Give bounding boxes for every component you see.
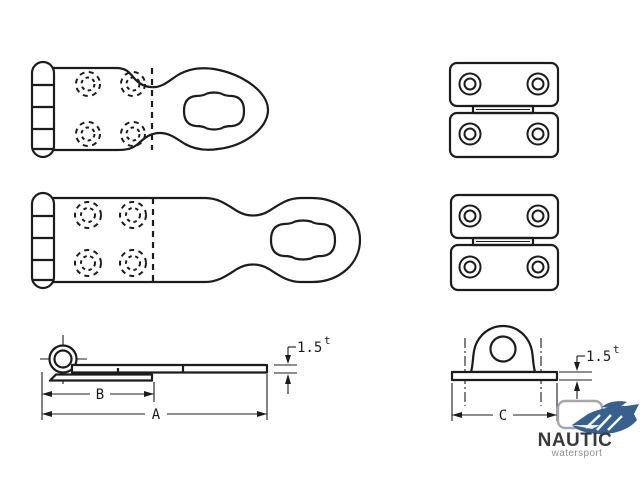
hinge-barrel [30, 191, 56, 290]
logo: NAUTIC watersport [538, 399, 639, 459]
screw-holes [458, 72, 550, 146]
hasp-long-top-view [30, 191, 362, 290]
hasp-plate-edge [70, 363, 269, 374]
dim-thickness-value: 1.5 [586, 349, 611, 365]
plate-lower [448, 111, 560, 159]
dim-a-label: A [152, 407, 161, 423]
hasp-long-outline [53, 196, 362, 284]
dim-b-label: B [96, 387, 104, 403]
hasp-short-top-view [30, 60, 270, 159]
staple-plate-edge [48, 373, 154, 382]
dimension-thickness-left: 1.5 t [274, 334, 331, 394]
plate-upper [448, 61, 560, 108]
dim-c-label: C [499, 408, 507, 424]
staple-loop [469, 324, 537, 374]
logo-tagline-text: watersport [551, 448, 603, 459]
hinge-barrel-knuckle-lines [33, 214, 53, 282]
dimension-c: C [451, 383, 558, 424]
dim-thickness-unit: t [324, 334, 331, 347]
dimension-a: A [42, 374, 268, 423]
staple-base-plate [450, 370, 559, 382]
hasp-side-view [40, 335, 269, 384]
hinge-plates-top-view-2 [449, 193, 560, 292]
boat-icon [572, 401, 639, 435]
hinge-pin [53, 349, 73, 369]
logo-name-text: NAUTIC [538, 430, 613, 451]
dim-thickness-unit: t [613, 343, 620, 356]
hinge-plates-top-view-1 [448, 61, 560, 159]
plate-lower [449, 243, 560, 292]
screw-holes [458, 204, 550, 279]
dim-thickness-value: 1.5 [297, 340, 322, 356]
hidden-screw-holes [75, 71, 146, 147]
dimension-b: B [41, 372, 155, 420]
staple-side-view [450, 324, 559, 406]
hinge-barrel [30, 60, 56, 159]
padlock-slot [182, 91, 246, 131]
hasp-short-outline [53, 66, 270, 152]
hidden-screw-holes [74, 201, 147, 277]
padlock-slot [269, 219, 337, 261]
hinge-barrel-knuckle-lines [33, 83, 53, 151]
dimension-thickness-right: 1.5 t [559, 343, 620, 399]
plate-upper [449, 193, 560, 240]
staple-eye-hole [489, 335, 517, 363]
